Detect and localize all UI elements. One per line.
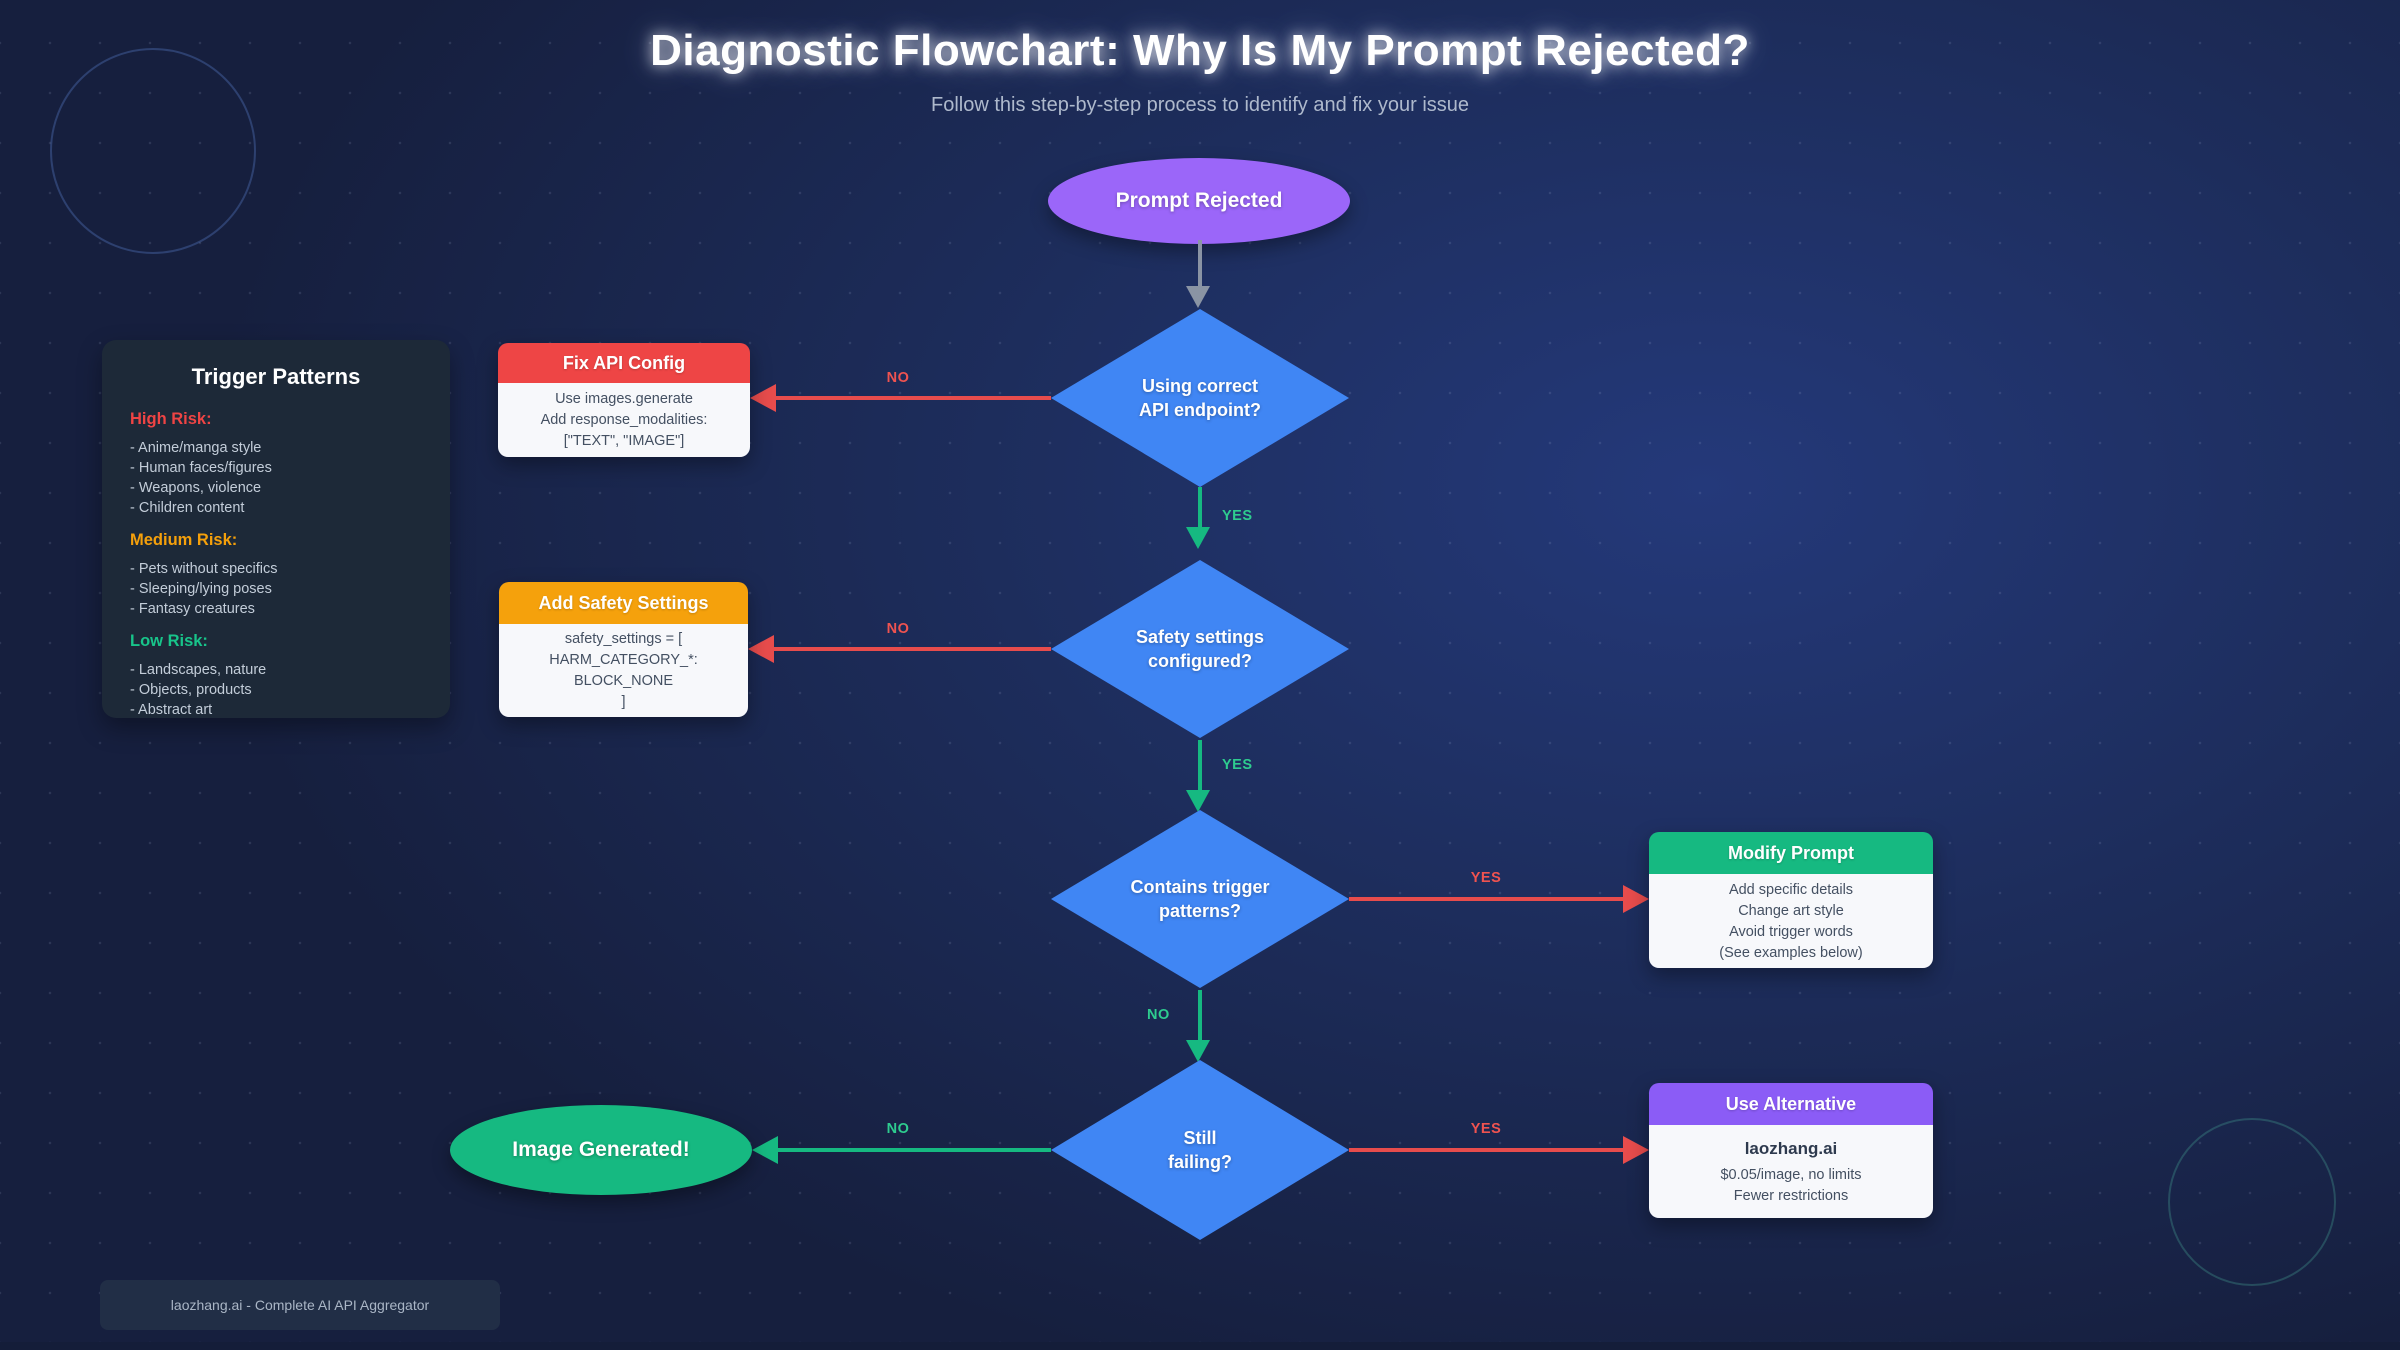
page-subtitle: Follow this step-by-step process to iden… — [930, 94, 1470, 116]
safety-line-1: safety_settings = [ — [564, 631, 683, 647]
connector-d3-to-d4 — [1198, 990, 1202, 1040]
decision-trigger-line1: Contains trigger — [1130, 877, 1270, 897]
arrowhead-d2-to-d3 — [1186, 790, 1210, 812]
alternative-provider-name: laozhang.ai — [1744, 1139, 1838, 1158]
start-node-label: Prompt Rejected — [1115, 189, 1283, 212]
decision-safety-line2: configured? — [1148, 651, 1252, 671]
arrowhead-d1-to-d2 — [1186, 527, 1210, 549]
connector-d2-to-safety — [774, 647, 1051, 651]
connector-d4-to-end — [778, 1148, 1051, 1152]
edge-label-yes-3: YES — [1470, 870, 1502, 886]
edge-label-yes-4: YES — [1470, 1121, 1502, 1137]
fix-api-line-1: Use images.generate — [555, 391, 693, 407]
connector-d1-to-d2 — [1198, 487, 1202, 527]
arrowhead-d4-to-end — [752, 1136, 778, 1164]
connector-start-to-d1 — [1198, 240, 1202, 286]
safety-line-3: BLOCK_NONE — [573, 673, 674, 689]
action-body-use-alternative: laozhang.ai $0.05/image, no limits Fewer… — [1649, 1125, 1933, 1218]
high-risk-heading: High Risk: — [130, 410, 212, 428]
safety-line-4: ] — [621, 694, 626, 710]
end-node-image-generated: Image Generated! — [450, 1105, 752, 1195]
low-risk-item: - Landscapes, nature — [130, 662, 267, 678]
edge-label-no-2: NO — [886, 621, 910, 637]
alternative-line-1: $0.05/image, no limits — [1720, 1167, 1862, 1183]
modify-line-2: Change art style — [1738, 902, 1844, 919]
edge-label-yes-2: YES — [1222, 757, 1253, 773]
connector-d3-to-modify — [1349, 897, 1623, 901]
edge-label-no-3: NO — [1147, 1007, 1170, 1023]
footer-brand-badge: laozhang.ai - Complete AI API Aggregator — [100, 1280, 500, 1330]
arrowhead-d3-to-d4 — [1186, 1040, 1210, 1062]
high-risk-item: - Human faces/figures — [130, 460, 272, 476]
low-risk-item: - Objects, products — [130, 682, 252, 698]
footer-brand-text: laozhang.ai - Complete AI API Aggregator — [170, 1297, 430, 1313]
fix-api-line-2: Add response_modalities: — [540, 412, 708, 428]
decision-failing-line1: Still — [1183, 1128, 1217, 1148]
high-risk-item: - Anime/manga style — [130, 440, 262, 456]
alternative-line-2: Fewer restrictions — [1733, 1188, 1849, 1204]
end-node-label: Image Generated! — [512, 1138, 690, 1161]
medium-risk-item: - Sleeping/lying poses — [130, 581, 272, 597]
decision-api-endpoint-line1: Using correct — [1141, 376, 1259, 396]
low-risk-item: - Abstract art — [130, 702, 213, 718]
edge-label-yes-1: YES — [1222, 508, 1253, 524]
high-risk-item: - Children content — [130, 500, 245, 516]
action-header-use-alternative: Use Alternative — [1649, 1083, 1933, 1125]
action-box-modify-prompt: Modify Prompt Add specific details Chang… — [1649, 832, 1933, 968]
low-risk-heading: Low Risk: — [130, 632, 208, 650]
modify-line-4: (See examples below) — [1719, 944, 1863, 961]
safety-line-2: HARM_CATEGORY_*: — [549, 652, 698, 668]
trigger-patterns-title: Trigger Patterns — [191, 364, 361, 389]
decision-api-endpoint-line2: API endpoint? — [1139, 400, 1261, 420]
trigger-patterns-panel: Trigger Patterns High Risk: - Anime/mang… — [102, 340, 450, 718]
action-body-add-safety-settings: safety_settings = [ HARM_CATEGORY_*: BLO… — [499, 624, 748, 717]
modify-line-3: Avoid trigger words — [1729, 923, 1853, 940]
page-title: Diagnostic Flowchart: Why Is My Prompt R… — [650, 26, 1750, 75]
bottom-edge-strip — [0, 1342, 2400, 1350]
action-header-add-safety-settings: Add Safety Settings — [499, 582, 748, 624]
action-header-fix-api-config: Fix API Config — [498, 343, 750, 383]
action-box-use-alternative: Use Alternative laozhang.ai $0.05/image,… — [1649, 1083, 1933, 1218]
medium-risk-heading: Medium Risk: — [130, 531, 238, 549]
high-risk-item: - Weapons, violence — [130, 480, 262, 496]
medium-risk-item: - Pets without specifics — [130, 561, 278, 577]
edge-label-no-1: NO — [886, 370, 910, 386]
action-box-add-safety-settings: Add Safety Settings safety_settings = [ … — [499, 582, 748, 717]
decision-trigger-line2: patterns? — [1158, 901, 1241, 921]
arrowhead-d1-to-fix — [750, 384, 776, 412]
medium-risk-item: - Fantasy creatures — [130, 601, 255, 617]
arrowhead-d3-to-modify — [1623, 885, 1649, 913]
arrowhead-d2-to-safety — [748, 635, 774, 663]
connector-d1-to-fix — [776, 396, 1051, 400]
decorative-circle-top-left — [50, 48, 256, 254]
decorative-circle-bottom-right — [2168, 1118, 2336, 1286]
edge-label-no-4: NO — [886, 1121, 910, 1137]
arrowhead-d4-to-alt — [1623, 1136, 1649, 1164]
decision-safety-line1: Safety settings — [1135, 627, 1265, 647]
action-header-modify-prompt: Modify Prompt — [1649, 832, 1933, 874]
connector-d2-to-d3 — [1198, 740, 1202, 790]
decision-failing-line2: failing? — [1168, 1152, 1232, 1172]
action-box-fix-api-config: Fix API Config Use images.generate Add r… — [498, 343, 750, 457]
start-node-prompt-rejected: Prompt Rejected — [1048, 158, 1350, 244]
action-body-modify-prompt: Add specific details Change art style Av… — [1649, 874, 1933, 968]
modify-line-1: Add specific details — [1728, 881, 1854, 898]
connector-d4-to-alt — [1349, 1148, 1623, 1152]
arrowhead-start-to-d1 — [1186, 286, 1210, 308]
action-body-fix-api-config: Use images.generate Add response_modalit… — [498, 383, 750, 457]
fix-api-line-3: ["TEXT", "IMAGE"] — [563, 433, 685, 449]
